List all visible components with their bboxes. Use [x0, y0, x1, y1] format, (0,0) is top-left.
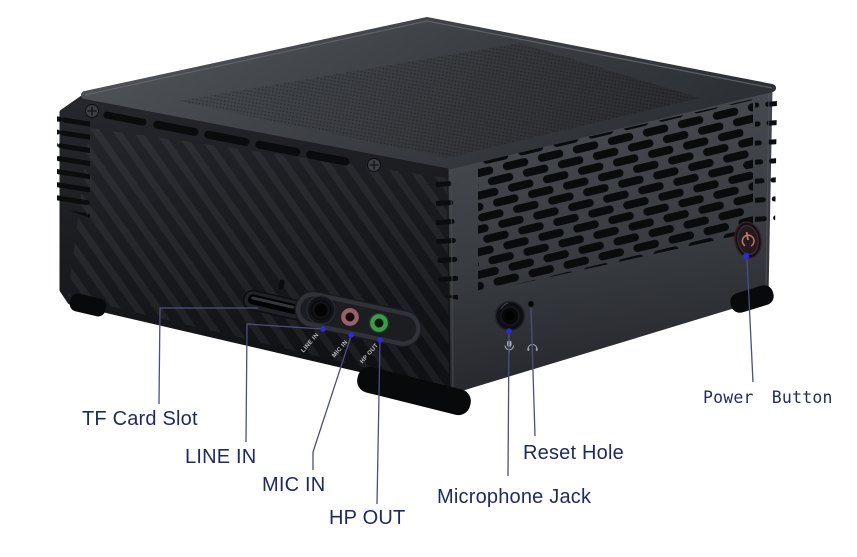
reset-hole: [527, 300, 535, 308]
microphone-jack: [494, 300, 526, 332]
mic-in-line: [312, 335, 352, 470]
label-hp-out: HP OUT: [329, 507, 406, 529]
hp-out-jack: [368, 312, 390, 334]
label-tf-card-slot: TF Card Slot: [82, 408, 198, 430]
mic-in-jack: [339, 306, 361, 328]
power-button: [734, 221, 762, 259]
edge-vents: [755, 97, 777, 236]
screw-icon: [85, 104, 99, 118]
hp-out-line: [376, 339, 381, 505]
label-microphone-jack: Microphone Jack: [437, 486, 592, 508]
label-reset-hole: Reset Hole: [523, 442, 624, 464]
screw-icon: [367, 158, 381, 172]
power-button-line: [746, 257, 754, 383]
microphone-jack-line: [507, 331, 510, 477]
rubber-feet: [69, 285, 774, 416]
label-power-button: Power Button: [703, 388, 833, 407]
callout-dots: [320, 252, 750, 343]
left-corner-vents: [57, 110, 90, 218]
label-mic-in: MIC IN: [262, 474, 326, 496]
power-icon: [741, 231, 755, 248]
tf-card-slot-line: [158, 307, 258, 405]
callout-lines: [158, 257, 754, 505]
line-in-line: [245, 323, 323, 443]
reset-hole-line: [530, 307, 536, 437]
side-vent-grille: [478, 99, 753, 293]
top-slot-vents: [103, 111, 350, 166]
label-line-in: LINE IN: [185, 446, 257, 468]
edge-vents: [436, 168, 458, 300]
top-face: [81, 17, 776, 169]
line-in-jack: [306, 295, 336, 325]
